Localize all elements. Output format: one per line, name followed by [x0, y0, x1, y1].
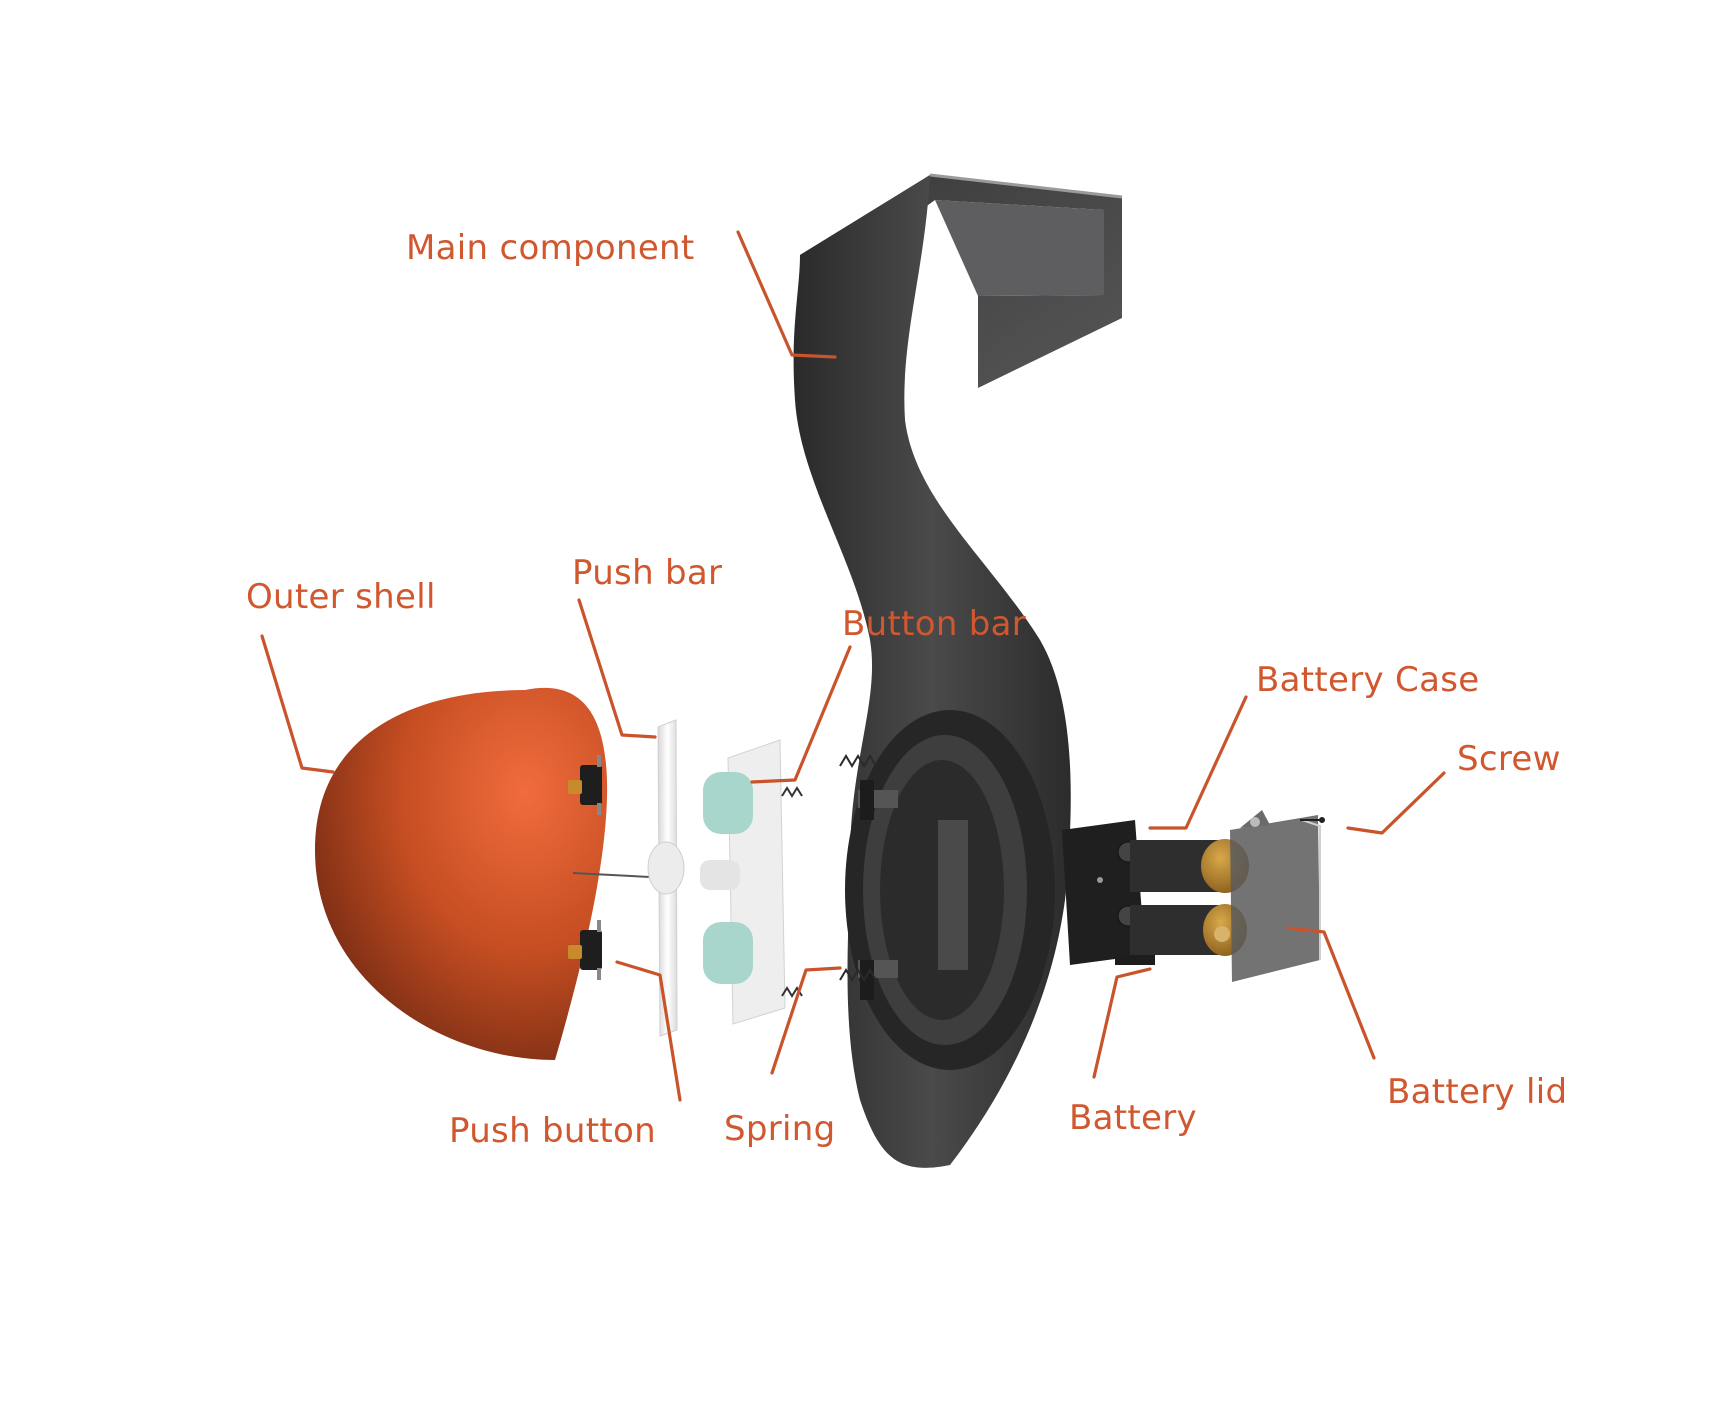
outer-shell-part	[315, 687, 608, 1060]
push-bar-part	[647, 719, 685, 1037]
leader-battery	[1092, 967, 1152, 1079]
leader-push-bar	[577, 598, 657, 739]
leader-outer-shell	[260, 634, 335, 774]
label-push-button: Push button	[449, 1111, 656, 1151]
leader-main-component	[736, 230, 837, 359]
label-spring: Spring	[724, 1109, 836, 1149]
label-battery: Battery	[1069, 1098, 1197, 1138]
label-push-bar: Push bar	[572, 553, 723, 593]
leader-push-button	[615, 960, 682, 1102]
main-component-part	[793, 173, 1123, 1168]
label-button-bar: Button bar	[842, 604, 1027, 644]
leader-battery-case	[1148, 695, 1248, 830]
leader-screw	[1346, 771, 1446, 835]
push-button-part	[568, 755, 651, 980]
label-battery-lid: Battery lid	[1387, 1072, 1568, 1112]
label-outer-shell: Outer shell	[246, 577, 436, 617]
label-screw: Screw	[1457, 739, 1561, 779]
label-battery-case: Battery Case	[1256, 660, 1480, 700]
leader-battery-lid	[1286, 926, 1376, 1060]
leader-spring	[770, 966, 842, 1075]
button-bar-part	[700, 739, 803, 1025]
screw-part	[1300, 817, 1325, 823]
label-main-component: Main component	[406, 228, 695, 268]
leader-button-bar	[750, 645, 852, 784]
battery-lid-part	[1230, 810, 1321, 982]
